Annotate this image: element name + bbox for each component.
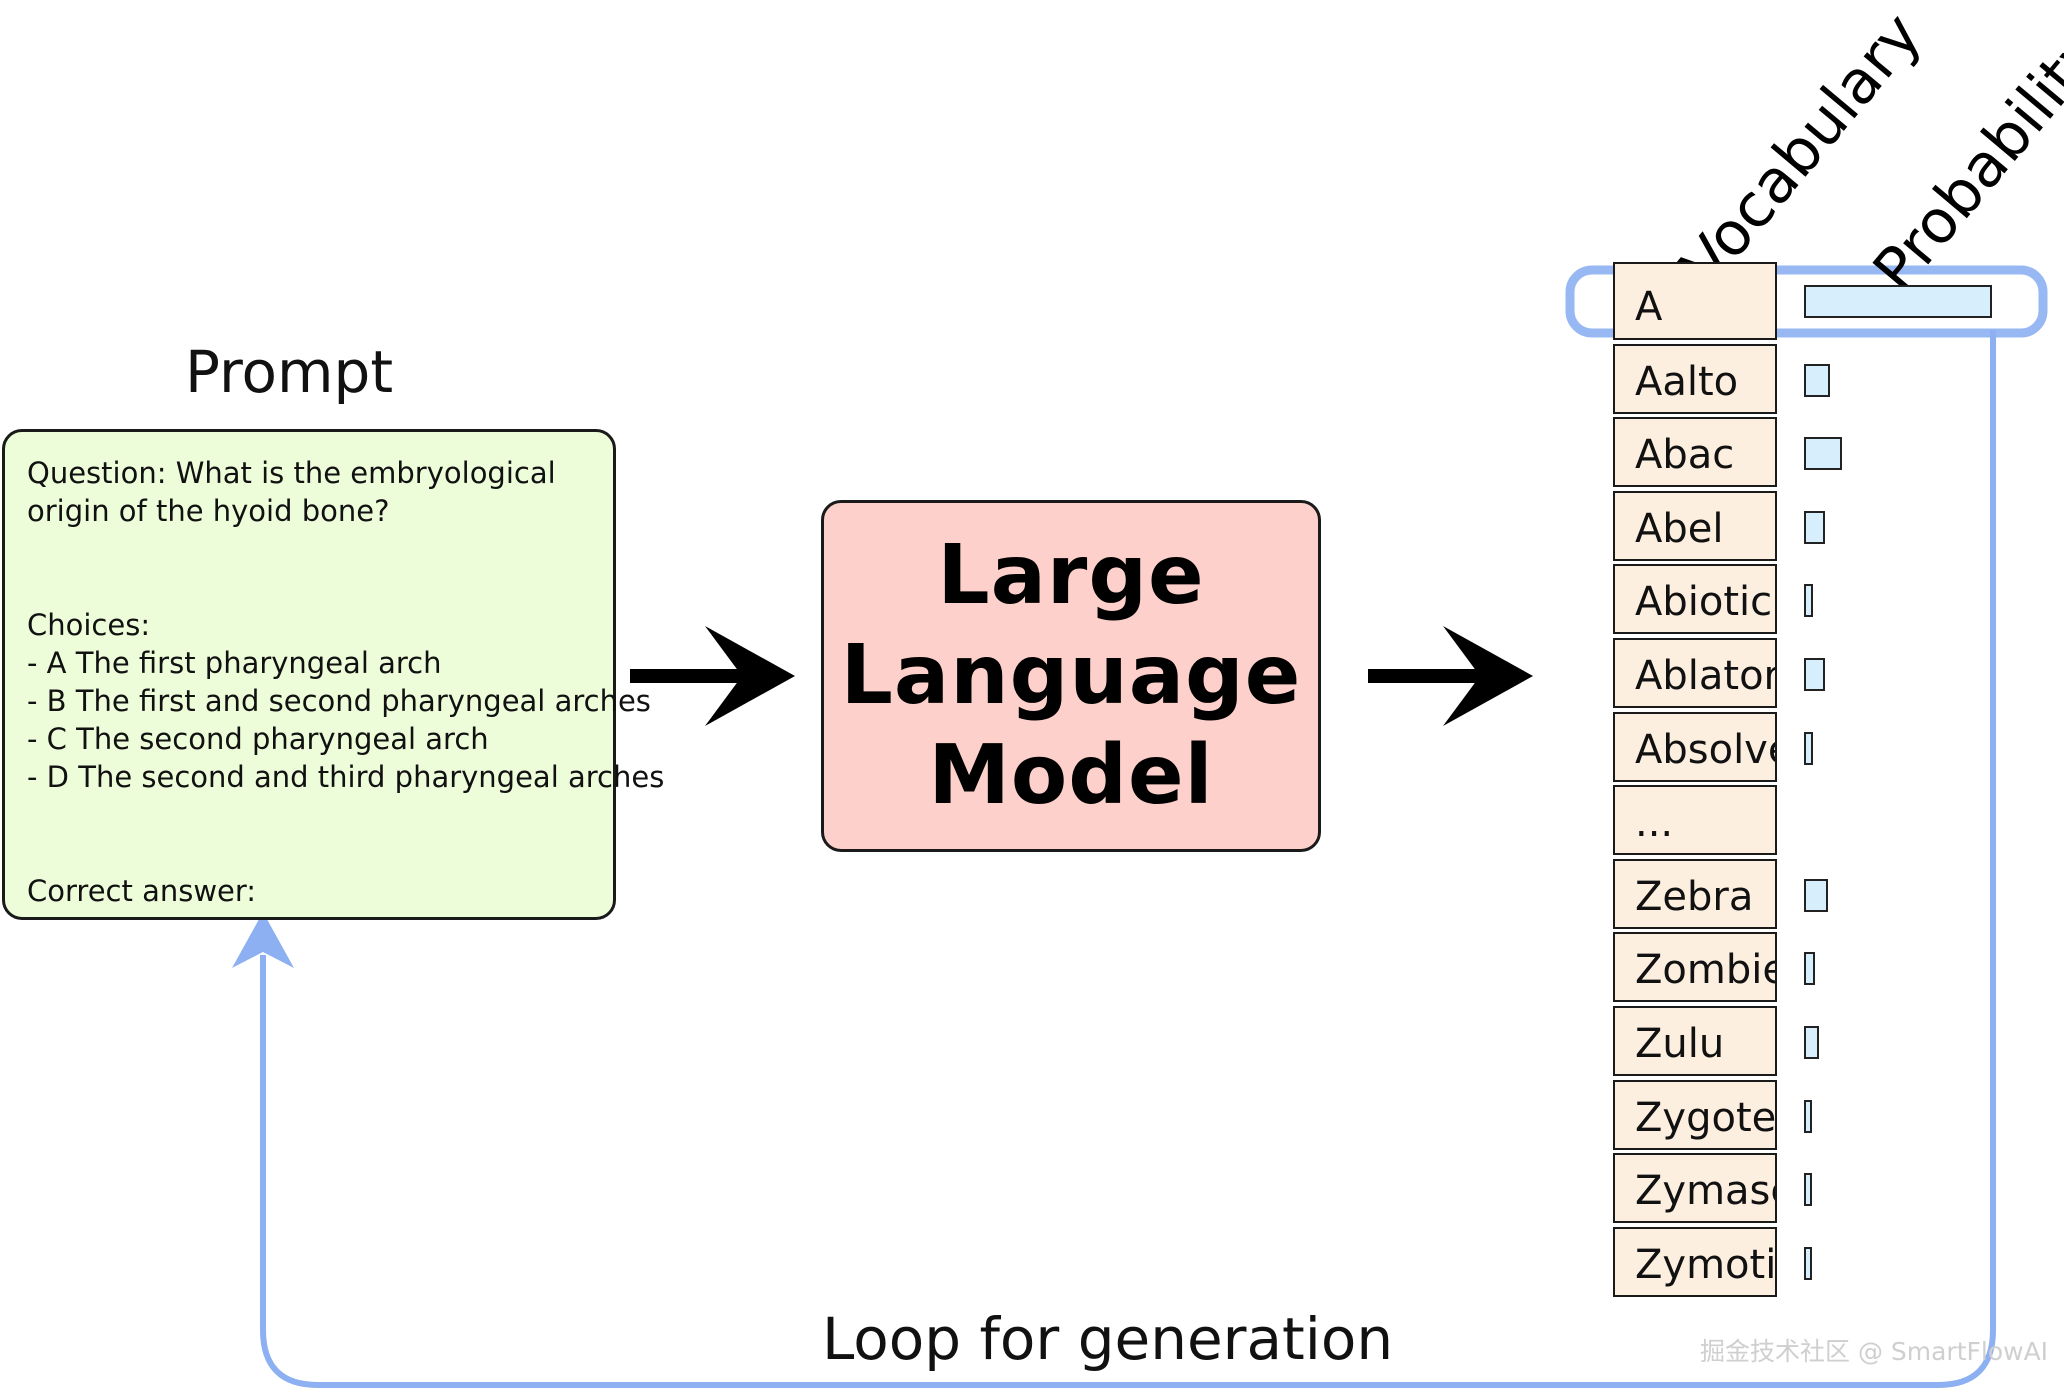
watermark: 掘金技术社区 @ SmartFlowAI xyxy=(1700,1337,2049,1366)
llm-box: Large Language Model xyxy=(821,500,1321,852)
vocab-token: Aalto xyxy=(1613,343,1777,414)
probability-bar xyxy=(1804,731,1814,765)
prompt-line xyxy=(27,796,591,834)
llm-label-line-1: Large xyxy=(937,528,1205,623)
prompt-line: origin of the hyoid bone? xyxy=(27,494,390,528)
probability-bar xyxy=(1804,285,1992,318)
vocab-token: Abac xyxy=(1613,417,1777,488)
probability-bar xyxy=(1804,510,1825,544)
vocab-token: ... xyxy=(1613,785,1777,856)
vocab-token: Zombie xyxy=(1613,932,1777,1003)
probability-bar xyxy=(1804,437,1842,471)
probability-bar xyxy=(1804,1026,1820,1059)
prompt-line: Choices: xyxy=(27,608,151,642)
prompt-line xyxy=(27,568,591,606)
probability-bar xyxy=(1804,584,1814,618)
vocab-token: Abel xyxy=(1613,490,1777,561)
probability-bar xyxy=(1804,658,1825,691)
probability-bar xyxy=(1804,1246,1812,1280)
prompt-line xyxy=(27,834,591,872)
vocab-token: Zulu xyxy=(1613,1006,1777,1076)
prompt-line: - B The first and second pharyngeal arch… xyxy=(27,684,651,718)
vocab-token: Zymase xyxy=(1613,1153,1777,1224)
vocab-token: Ablator xyxy=(1613,638,1777,708)
llm-label-line-3: Model xyxy=(928,728,1214,823)
probability-bar xyxy=(1804,363,1831,397)
vocab-token: Zebra xyxy=(1613,858,1777,929)
probability-bar xyxy=(1804,952,1816,986)
vocab-token: Absolve xyxy=(1613,711,1777,782)
arrow-prompt-to-model-head xyxy=(705,626,795,726)
loop-path xyxy=(260,330,1996,1388)
loop-label: Loop for generation xyxy=(822,1305,1394,1373)
probability-bar xyxy=(1804,878,1829,912)
prompt-line: - D The second and third pharyngeal arch… xyxy=(27,760,665,794)
prompt-line: Correct answer: xyxy=(27,874,257,908)
probability-bar xyxy=(1804,1173,1812,1207)
prompt-line: - C The second pharyngeal arch xyxy=(27,722,489,756)
llm-label-line-2: Language xyxy=(840,628,1302,723)
prompt-line: - A The first pharyngeal arch xyxy=(27,646,442,680)
prompt-line xyxy=(27,530,591,568)
arrow-model-to-vocab-head xyxy=(1443,626,1533,726)
vocab-token: Abiotic xyxy=(1613,564,1777,635)
loop-arrowhead xyxy=(232,912,294,968)
highlight-selected-row xyxy=(1565,265,2048,338)
vocab-token: A xyxy=(1613,262,1777,340)
vocab-token: Zymotic xyxy=(1613,1226,1777,1297)
prompt-line: Question: What is the embryological xyxy=(27,456,556,490)
vocab-token: Zygote xyxy=(1613,1079,1777,1150)
prompt-title: Prompt xyxy=(185,338,394,406)
prompt-box: Question: What is the embryological orig… xyxy=(2,429,665,920)
probability-bar xyxy=(1804,1099,1812,1133)
